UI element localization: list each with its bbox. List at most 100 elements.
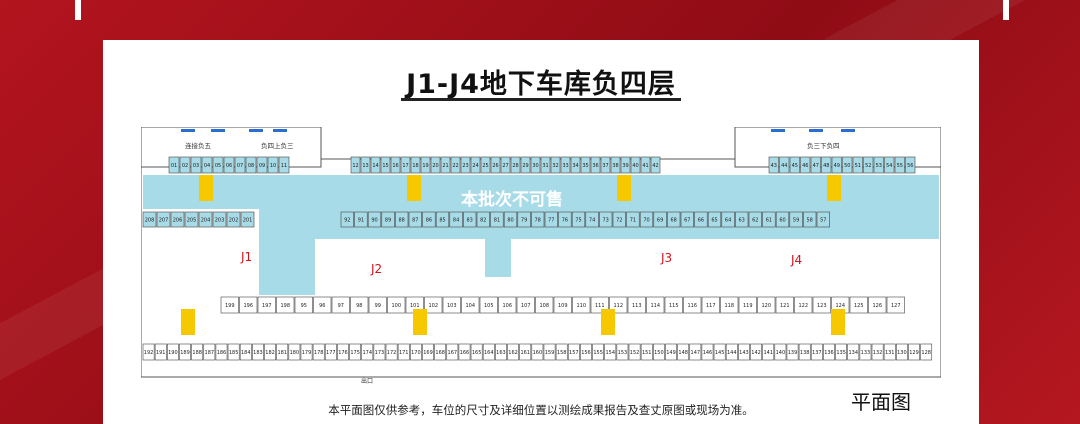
parking-stall — [276, 343, 289, 361]
parking-stall — [190, 156, 202, 174]
stall-number: 52 — [865, 163, 871, 169]
parking-stall — [847, 343, 860, 361]
stall-number: 151 — [642, 350, 652, 356]
parking-stall — [350, 296, 369, 314]
stall-number: 103 — [447, 303, 457, 309]
parking-stall — [367, 211, 382, 228]
parking-stall — [786, 343, 799, 361]
stall-number: 41 — [642, 163, 648, 169]
stall-number: 66 — [698, 218, 704, 224]
stall-number: 101 — [410, 303, 420, 309]
zone-label-j3: J3 — [660, 251, 672, 265]
stall-number: 72 — [616, 218, 622, 224]
stall-number: 164 — [484, 350, 494, 356]
parking-stall — [646, 296, 665, 314]
stall-number: 76 — [562, 218, 568, 224]
stall-number: 105 — [484, 303, 494, 309]
parking-stall — [803, 211, 817, 228]
elevator-core — [601, 309, 615, 335]
parking-stall — [701, 296, 720, 314]
stall-number: 165 — [472, 350, 482, 356]
stall-number: 110 — [576, 303, 586, 309]
parking-stall — [868, 296, 887, 314]
parking-stall — [385, 343, 398, 361]
stall-number: 21 — [442, 163, 448, 169]
parking-stall — [725, 343, 738, 361]
parking-stall — [585, 211, 599, 228]
parking-stall — [816, 211, 830, 228]
stall-number: 69 — [657, 218, 663, 224]
stall-number: 138 — [800, 350, 810, 356]
stall-number: 201 — [243, 218, 253, 224]
stall-number: 185 — [229, 350, 239, 356]
parking-stall — [142, 211, 157, 228]
parking-stall — [863, 156, 874, 174]
parking-stall — [498, 296, 517, 314]
stall-number: 57 — [820, 218, 826, 224]
stall-number: 117 — [706, 303, 716, 309]
parking-stall — [288, 343, 301, 361]
parking-stall — [234, 156, 246, 174]
parking-stall — [520, 156, 531, 174]
parking-stall — [701, 343, 714, 361]
parking-stall — [650, 156, 661, 174]
parking-stall — [476, 211, 490, 228]
parking-stall — [257, 296, 276, 314]
parking-stall — [667, 211, 681, 228]
parking-stall — [750, 343, 762, 361]
parking-stall — [201, 156, 213, 174]
stall-number: 83 — [467, 218, 473, 224]
parking-stall — [920, 343, 933, 361]
stall-number: 107 — [521, 303, 531, 309]
stall-number: 25 — [482, 163, 488, 169]
parking-stall — [627, 296, 646, 314]
parking-stall — [252, 343, 264, 361]
stall-number: 102 — [428, 303, 438, 309]
parking-stall — [430, 156, 441, 174]
ramp-markers-left — [181, 129, 287, 132]
stall-number: 208 — [145, 218, 155, 224]
parking-stall — [516, 296, 535, 314]
elevator-core — [831, 309, 845, 335]
stall-number: 199 — [225, 303, 235, 309]
parking-stall — [350, 156, 361, 174]
stall-number: 44 — [781, 163, 787, 169]
parking-stall — [694, 211, 708, 228]
stall-number: 88 — [399, 218, 405, 224]
parking-stall — [490, 211, 504, 228]
stall-number: 56 — [907, 163, 913, 169]
stall-number: 43 — [771, 163, 777, 169]
parking-stall — [859, 343, 872, 361]
stall-number: 23 — [462, 163, 468, 169]
parking-stall — [390, 156, 401, 174]
parking-stall — [680, 211, 694, 228]
stall-number: 177 — [326, 350, 336, 356]
parking-stall — [442, 296, 461, 314]
parking-stall — [558, 211, 572, 228]
stall-number: 50 — [844, 163, 850, 169]
parking-stall — [435, 211, 450, 228]
parking-stall — [531, 211, 545, 228]
parking-stall — [871, 343, 884, 361]
stall-number: 08 — [248, 163, 254, 169]
stall-number: 162 — [508, 350, 518, 356]
stall-number: 58 — [807, 218, 813, 224]
stall-number: 207 — [159, 218, 169, 224]
parking-stall — [779, 156, 790, 174]
stall-number: 20 — [432, 163, 438, 169]
overlay-not-for-sale: 本批次不可售 — [461, 189, 563, 210]
stall-number: 166 — [460, 350, 470, 356]
stall-number: 172 — [387, 350, 397, 356]
parking-stall — [842, 156, 853, 174]
stall-number: 67 — [684, 218, 690, 224]
elevator-core — [199, 175, 213, 201]
stall-number: 131 — [885, 350, 895, 356]
stall-number: 06 — [226, 163, 232, 169]
parking-stall — [653, 211, 667, 228]
parking-stall — [713, 343, 726, 361]
stall-number: 82 — [480, 218, 486, 224]
parking-stall — [223, 156, 235, 174]
